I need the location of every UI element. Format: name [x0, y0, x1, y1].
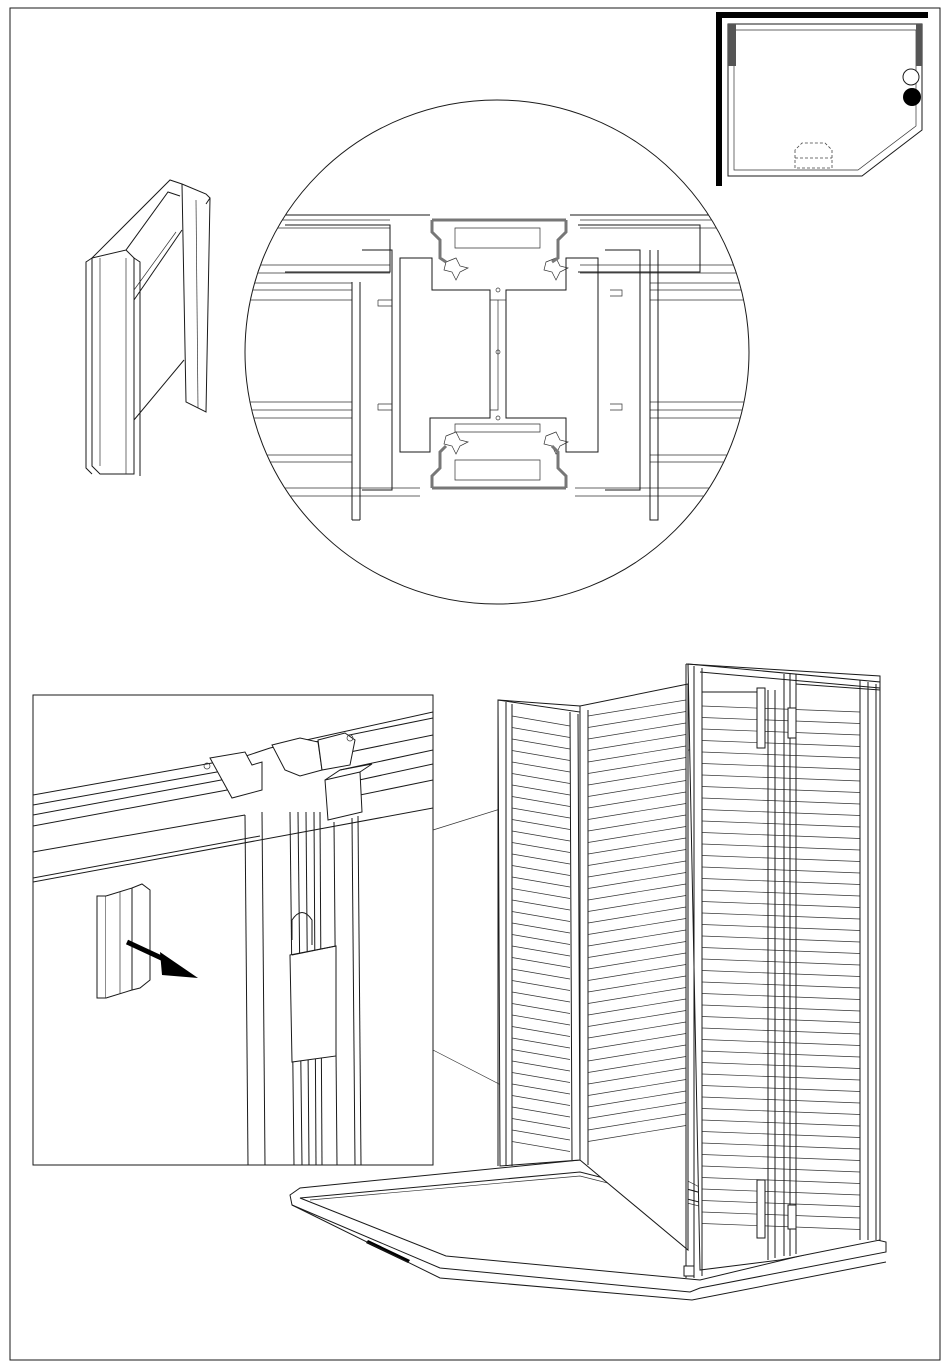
- connector-profile-bottom: [432, 446, 566, 488]
- floor-plan-wall-back: [716, 12, 928, 186]
- floor-plan-overview: [716, 12, 928, 186]
- top-block-right: [325, 772, 362, 820]
- back-wall-panel: [580, 684, 688, 1250]
- profile-cross-section-detail: [240, 100, 760, 604]
- floor-plan-drain: [795, 143, 832, 168]
- left-wall-panel: [498, 700, 580, 1166]
- h-profile-connector-icon: [86, 180, 210, 476]
- filled-circle-marker-icon: [903, 88, 921, 106]
- front-right-panels: [684, 664, 880, 1278]
- inset-detail-panel: [33, 695, 433, 1165]
- connector-profile-top: [432, 220, 566, 262]
- magnifier-circle: [245, 100, 749, 604]
- connector-piece-in-slot: [290, 946, 336, 1062]
- open-circle-marker-icon: [903, 69, 919, 85]
